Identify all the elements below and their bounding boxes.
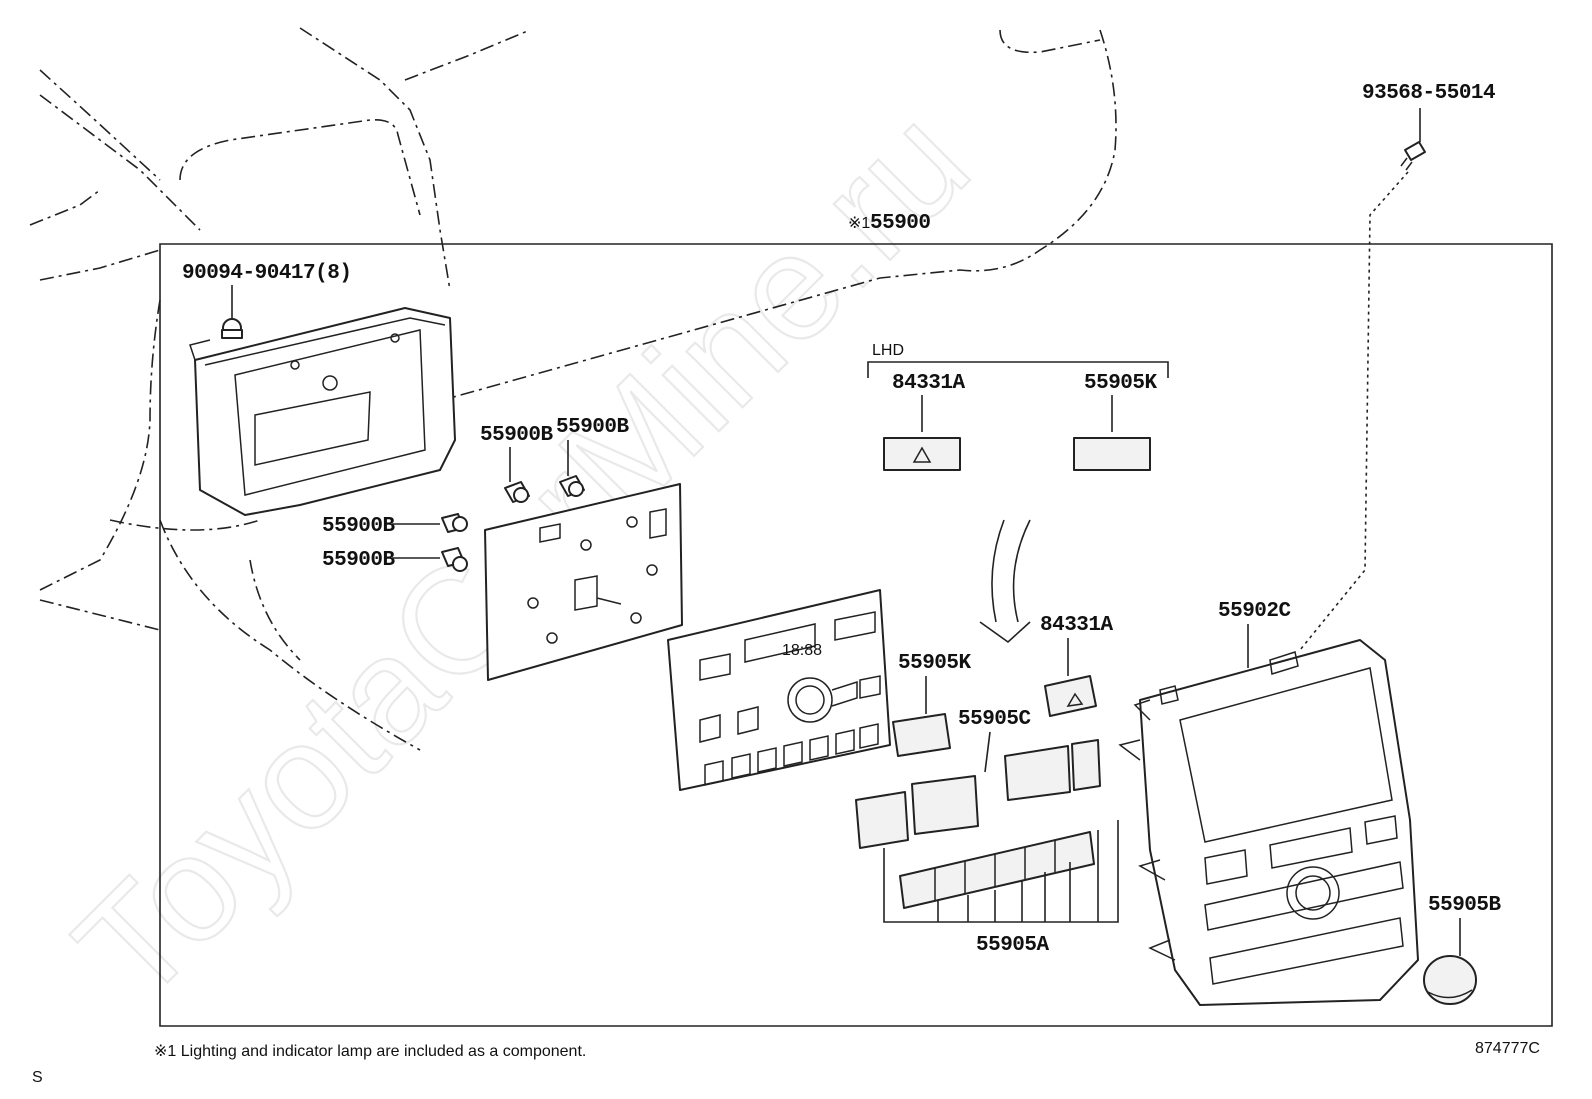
lhd-group-label: LHD (872, 342, 904, 359)
button-row-a (899, 831, 1095, 909)
callout-panel: 55902C (1218, 600, 1292, 623)
rear-housing (189, 307, 456, 516)
assembly-number-label: 55900 (870, 212, 931, 235)
callout-bulb-top-left: 55900B (480, 424, 554, 447)
footnote-text: ※1 Lighting and indicator lamp are inclu… (154, 1043, 586, 1060)
screw-icon (221, 318, 243, 339)
assembly-note-marker: ※1 (848, 215, 870, 232)
screw-leader-line (1299, 171, 1409, 651)
bulb-icon (441, 547, 468, 572)
dashboard-outline (29, 27, 1117, 751)
callout-screw-top: 93568-55014 (1362, 82, 1495, 105)
callout-bulb-mid-2: 55900B (322, 549, 396, 572)
corner-mark: S (32, 1069, 43, 1086)
callout-knob-b: 55905B (1428, 894, 1502, 917)
circuit-board (484, 483, 683, 681)
diagram-code: 874777C (1475, 1040, 1540, 1057)
lhd-blank-cover (1073, 437, 1151, 471)
bulb-icon (504, 481, 530, 503)
lhd-hazard-switch (883, 437, 961, 471)
bulb-icon (559, 475, 585, 497)
bulb-icon (441, 513, 468, 533)
assembly-frame (159, 243, 1553, 1027)
screw-icon (1400, 141, 1426, 171)
callout-screw-left: 90094-90417(8) (182, 262, 351, 285)
callout-cover-k: 55905K (898, 652, 972, 675)
button-group-c (855, 739, 1101, 849)
callout-buttons-a: 55905A (976, 934, 1050, 957)
knob-b (1423, 955, 1477, 1005)
callout-lhd-hazard: 84331A (892, 372, 966, 395)
clock-display-text: 18:88 (782, 642, 822, 659)
callout-bulb-top-right: 55900B (556, 416, 630, 439)
hazard-switch (1044, 675, 1097, 717)
callout-knob-c: 55905C (958, 708, 1032, 731)
blank-cover-k (892, 713, 951, 757)
callout-hazard-switch: 84331A (1040, 614, 1114, 637)
switch-unit: 18:88 (667, 589, 891, 791)
callout-bulb-mid-1: 55900B (322, 515, 396, 538)
direction-arrow-icon (979, 519, 1031, 644)
front-panel (1118, 639, 1419, 1006)
callout-lhd-cover: 55905K (1084, 372, 1158, 395)
